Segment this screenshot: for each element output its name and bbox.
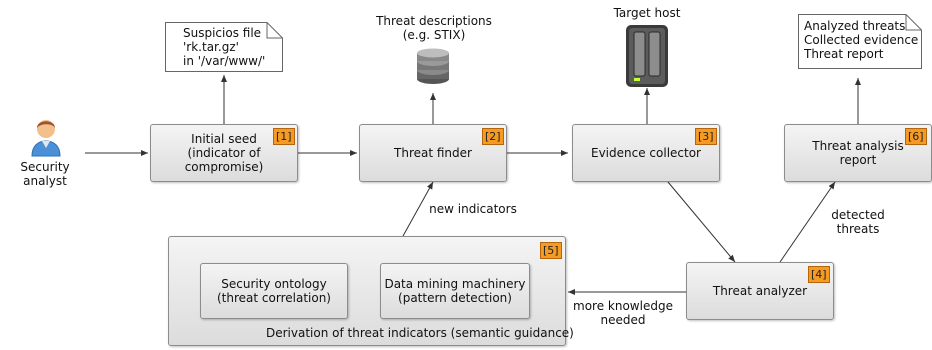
- data-mining-label: Data mining machinery (pattern detection…: [384, 277, 526, 305]
- security-analyst-label: Security analyst: [20, 160, 70, 188]
- new-indicators-label: new indicators: [429, 202, 517, 216]
- threat-analyzer-label: Threat analyzer: [712, 284, 808, 298]
- more-knowledge-label: more knowledge needed: [573, 299, 673, 327]
- evidence-collector-node: Evidence collector: [572, 124, 720, 182]
- badge-2: [2]: [482, 128, 504, 145]
- badge-4: [4]: [808, 266, 830, 283]
- badge-1: [1]: [273, 128, 295, 145]
- analyzed-threats-text: Analyzed threats Collected evidence Thre…: [804, 19, 919, 61]
- detected-threats-label: detected threats: [831, 208, 885, 236]
- evidence-collector-label: Evidence collector: [591, 146, 701, 160]
- threat-descriptions-label: Threat descriptions (e.g. STIX): [376, 14, 492, 42]
- derivation-label: Derivation of threat indicators (semanti…: [266, 326, 574, 340]
- security-analyst-actor: Security analyst: [0, 112, 90, 188]
- arrow-derivation-to-finder: [402, 181, 434, 237]
- security-ontology-label: Security ontology (threat correlation): [217, 277, 331, 305]
- threat-finder-label: Threat finder: [394, 146, 472, 160]
- analyzed-threats-note: Analyzed threats Collected evidence Thre…: [798, 14, 922, 69]
- person-icon: [31, 120, 61, 157]
- badge-5: [5]: [540, 242, 562, 259]
- security-ontology-node: Security ontology (threat correlation): [200, 263, 348, 319]
- badge-6: [6]: [905, 128, 927, 145]
- arrow-collector-to-analyzer: [667, 181, 736, 263]
- document-icon: [798, 14, 922, 69]
- target-host-label: Target host: [613, 6, 681, 20]
- arrow-analyzer-to-report: [779, 181, 836, 263]
- initial-seed-label: Initial seed (indicator of compromise): [184, 132, 264, 174]
- suspicious-file-note: Suspicios file 'rk.tar.gz' in '/var/www/…: [165, 22, 283, 72]
- document-icon: [165, 22, 283, 72]
- badge-3: [3]: [695, 128, 717, 145]
- database-icon: [417, 48, 449, 84]
- threat-analysis-report-label: Threat analysis report: [812, 139, 904, 167]
- server-icon: [626, 25, 668, 87]
- suspicious-file-text: Suspicios file 'rk.tar.gz' in '/var/www/…: [183, 26, 266, 68]
- data-mining-node: Data mining machinery (pattern detection…: [380, 263, 530, 319]
